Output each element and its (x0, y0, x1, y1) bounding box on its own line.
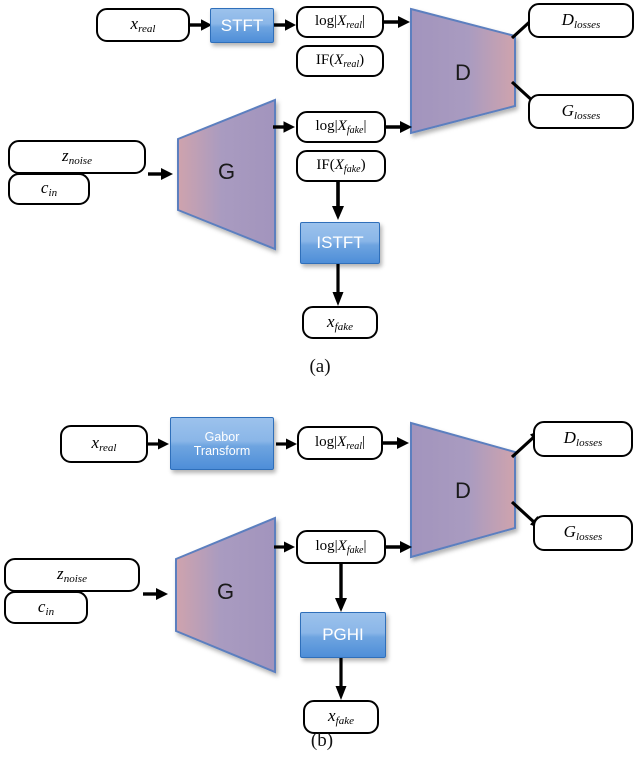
stft-block: STFT (210, 8, 274, 43)
caption-a: (a) (309, 356, 331, 377)
z-noise-label-b: znoise (57, 564, 87, 586)
log-x-real-label: log|Xreal| (314, 13, 366, 31)
arrow-pghi-to-xfake (332, 658, 350, 702)
arrow-logxfake-to-d-a (386, 118, 416, 136)
generator-label-b: G (216, 579, 235, 604)
arrow-g-to-logxfake-b (274, 538, 300, 556)
x-fake-box-a: xfake (302, 306, 378, 339)
c-in-label-b: cin (37, 596, 55, 619)
gabor-label-line1: Gabor (204, 429, 240, 444)
x-fake-box-b: xfake (303, 700, 379, 734)
arrow-gabor-to-logxreal (276, 435, 302, 453)
istft-label: ISTFT (316, 233, 364, 253)
arrow-if-to-istft-a (329, 180, 347, 222)
x-real-box: xreal (96, 8, 190, 42)
c-in-label-a: cin (40, 178, 58, 200)
g-losses-box-a: Glosses (528, 94, 634, 129)
caption-b: (b) (310, 730, 334, 751)
x-fake-label-a: xfake (327, 311, 353, 334)
g-losses-label-a: Glosses (561, 100, 601, 123)
discriminator-block-a: D (408, 6, 518, 136)
discriminator-label-a: D (455, 60, 471, 85)
c-in-box-a: cin (8, 173, 90, 205)
arrow-xreal-to-stft (190, 16, 216, 34)
discriminator-label-b: D (455, 478, 471, 503)
c-in-box-b: cin (4, 591, 88, 624)
arrow-logxfake-to-pghi (332, 562, 350, 614)
pghi-label: PGHI (322, 625, 364, 645)
panel-a: xreal STFT log|Xreal| IF(Xreal) (8, 3, 634, 377)
x-fake-label-b: xfake (328, 706, 354, 728)
log-x-real-box: log|Xreal| (296, 6, 384, 38)
log-x-fake-label-b: log|Xfake| (315, 538, 367, 556)
arrow-inputs-to-g-a (148, 165, 178, 183)
x-real-box-b: xreal (60, 425, 148, 463)
arrow-stft-to-logxreal (274, 16, 300, 34)
gabor-transform-block: Gabor Transform (170, 417, 274, 470)
arrow-xreal-to-gabor (148, 435, 174, 453)
generator-label-a: G (217, 159, 236, 184)
stft-label: STFT (220, 15, 264, 35)
log-x-fake-label-a: log|Xfake| (315, 118, 367, 136)
if-x-fake-label-a: IF(Xfake) (316, 157, 366, 175)
g-losses-box-b: Glosses (533, 515, 633, 551)
d-losses-label-b: Dlosses (563, 428, 603, 450)
log-x-fake-box-b: log|Xfake| (296, 530, 386, 564)
d-losses-label-a: Dlosses (561, 9, 601, 32)
log-x-fake-box-a: log|Xfake| (296, 111, 386, 143)
log-x-real-box-b: log|Xreal| (297, 426, 383, 460)
generator-block-b: G (172, 515, 279, 675)
z-noise-label-a: znoise (62, 146, 92, 168)
x-real-label-b: xreal (91, 433, 117, 455)
if-x-real-label: IF(Xreal) (315, 52, 365, 70)
arrow-logxfake-to-d-b (386, 538, 416, 556)
discriminator-block-b: D (408, 420, 518, 560)
istft-block: ISTFT (300, 222, 380, 264)
z-noise-box-b: znoise (4, 558, 140, 592)
arrow-inputs-to-g-b (143, 585, 173, 603)
pghi-block: PGHI (300, 612, 386, 658)
generator-block-a: G (174, 97, 279, 252)
z-noise-box-a: znoise (8, 140, 146, 174)
gabor-label-line2: Transform (193, 443, 251, 458)
if-x-real-box: IF(Xreal) (296, 45, 384, 77)
g-losses-label-b: Glosses (563, 522, 603, 544)
if-x-fake-box-a: IF(Xfake) (296, 150, 386, 182)
arrow-istft-to-xfake (329, 264, 347, 308)
d-losses-box-b: Dlosses (533, 421, 633, 457)
panel-b: xreal Gabor Transform log|Xreal| D (0, 390, 640, 764)
d-losses-box-a: Dlosses (528, 3, 634, 38)
log-x-real-label-b: log|Xreal| (314, 434, 366, 452)
arrow-g-to-logxfake-a (273, 118, 299, 136)
x-real-label: xreal (130, 14, 156, 36)
arrow-logxreal-to-d-b (383, 434, 413, 452)
arrow-logxreal-to-d (384, 13, 414, 31)
